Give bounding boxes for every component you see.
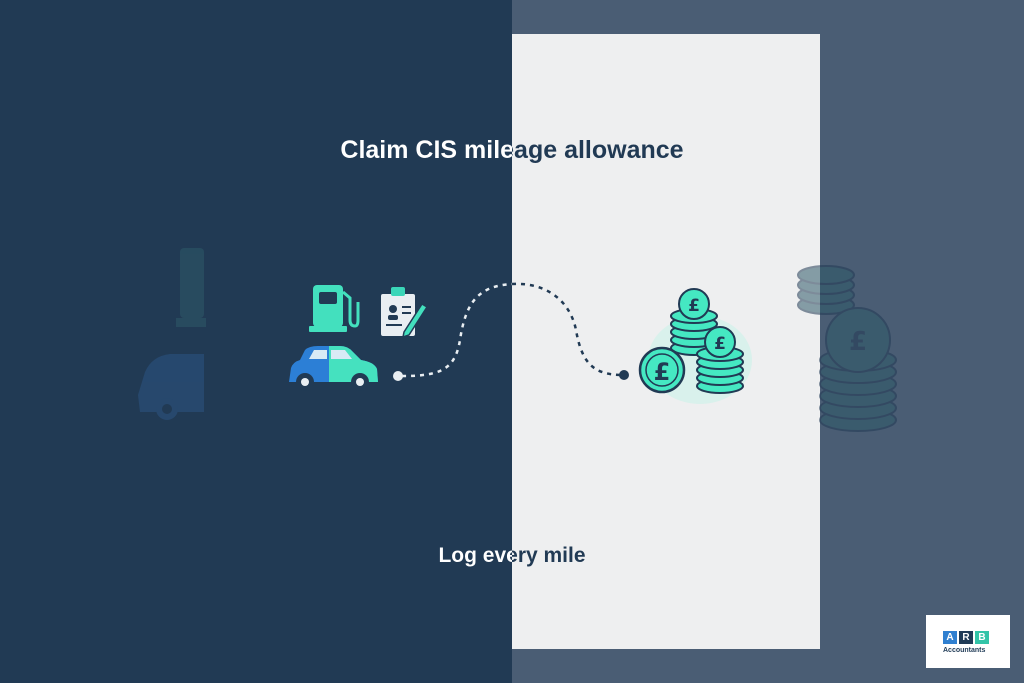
car-icon (289, 346, 378, 391)
faded-car-icon (138, 354, 204, 420)
center-light-card (512, 34, 820, 649)
headline: Claim CIS mileage allowance (0, 132, 1024, 168)
logo-letter-r: R (959, 631, 973, 644)
left-dark-panel (0, 0, 512, 683)
svg-text:£: £ (849, 327, 867, 357)
dotted-route-icon (393, 282, 629, 381)
svg-text:£: £ (714, 334, 726, 354)
faded-pound-coin-stacks-icon: £ (797, 265, 897, 432)
svg-text:£: £ (688, 296, 700, 316)
logo-letter-a: A (943, 631, 957, 644)
faded-fuel-pump-icon (176, 248, 206, 327)
fuel-pump-icon (309, 285, 360, 332)
pound-coin-stacks-icon: £ £ £ (638, 288, 752, 404)
brand-logo: A R B Accountants (926, 615, 1010, 668)
logo-subtitle: Accountants (943, 647, 986, 654)
caption: Log every mile (0, 540, 1024, 572)
clipboard-pen-icon (379, 287, 429, 339)
svg-text:£: £ (654, 358, 671, 386)
logo-letter-b: B (975, 631, 989, 644)
logo-letters: A R B (943, 631, 989, 644)
